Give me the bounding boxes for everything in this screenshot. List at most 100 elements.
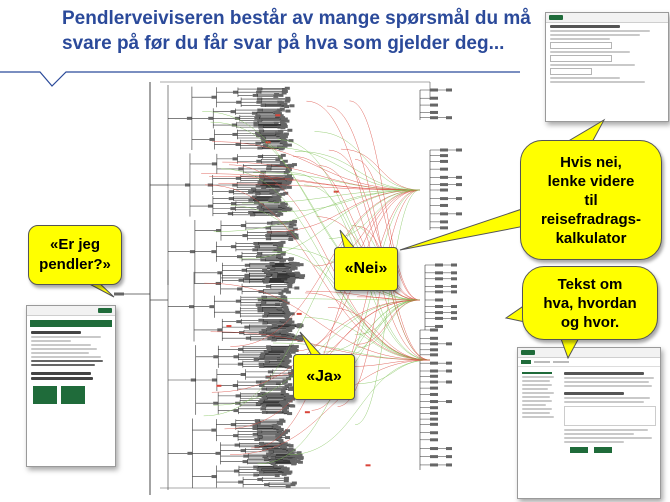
tree-node [281, 103, 287, 107]
tree-node [261, 185, 267, 189]
tree-red-marker [365, 464, 371, 467]
tree-node [242, 460, 248, 464]
tree-node [270, 462, 276, 466]
tree-node [272, 198, 278, 202]
tree-node [232, 157, 238, 161]
tree-node [279, 259, 285, 263]
tree-node [274, 474, 280, 478]
tree-node [283, 479, 289, 483]
tree-node [213, 355, 219, 359]
tree-node [260, 103, 266, 107]
tree-node [299, 276, 305, 280]
tree-node [242, 234, 248, 238]
tree-node [287, 179, 293, 183]
tree-node [230, 207, 236, 211]
tree-node [280, 388, 286, 392]
tree-node [259, 354, 265, 358]
tree-node [262, 144, 268, 148]
tree-node [286, 185, 292, 189]
tree-link [345, 359, 431, 367]
tree-leaf-node [430, 392, 438, 396]
tree-leaf-node [430, 406, 438, 410]
tree-leaf-node [440, 220, 448, 224]
tree-node [288, 237, 294, 241]
tree-node [233, 355, 239, 359]
tree-node [259, 399, 265, 403]
tree-node [266, 345, 272, 349]
tree-node [254, 445, 260, 449]
tree-link [340, 148, 421, 191]
tree-link [256, 298, 421, 301]
tree-node [273, 121, 279, 125]
tree-node [295, 263, 301, 267]
tree-node [290, 454, 296, 458]
tree-node [281, 209, 287, 213]
tree-node [285, 208, 291, 212]
tree-node [244, 276, 250, 280]
tree-node [285, 436, 291, 440]
tree-node [255, 114, 261, 118]
tree-node [211, 95, 217, 99]
tree-node [283, 191, 289, 195]
tree-node [278, 438, 284, 442]
tree-node [278, 93, 284, 97]
tree-node [278, 147, 284, 151]
tree-node [255, 184, 261, 188]
callout-nei-label: «Nei» [344, 260, 388, 277]
tree-node [286, 352, 292, 356]
tree-node [282, 159, 288, 163]
tree-node [273, 324, 279, 328]
tree-node [298, 456, 304, 460]
tree-node [230, 423, 236, 427]
tree-node [263, 311, 269, 315]
tree-node [287, 383, 293, 387]
tree-node [254, 419, 260, 423]
tree-node [281, 289, 287, 293]
tree-node [285, 169, 291, 173]
tree-node [279, 187, 285, 191]
tree-node [291, 263, 297, 267]
tree-link [222, 161, 421, 191]
tree-node [275, 302, 281, 306]
tree-leaf-node [451, 290, 457, 294]
tree-red-marker [275, 114, 281, 117]
tree-node [283, 476, 289, 480]
tree-link [314, 189, 421, 267]
tree-node [238, 347, 244, 351]
tree-node [279, 161, 285, 165]
tree-node [284, 406, 290, 410]
tree-link [349, 100, 421, 301]
tree-node [282, 404, 288, 408]
callout-tekst-line-2: hva, hvordan [543, 294, 637, 312]
tree-node [252, 432, 258, 436]
tree-node [238, 278, 244, 282]
tree-node [274, 92, 280, 96]
tree-node [235, 176, 241, 180]
tree-node [294, 335, 300, 339]
tree-leaf-node [440, 226, 448, 230]
tree-leaf-node [430, 417, 438, 421]
tree-node [240, 224, 246, 228]
tree-node [277, 205, 283, 209]
tree-leaf-node [435, 305, 443, 309]
tree-leaf-node [430, 431, 438, 435]
tree-node [285, 443, 291, 447]
tree-node [258, 208, 264, 212]
tree-node [257, 118, 263, 122]
tree-leaf-node [435, 284, 443, 288]
tree-node [280, 433, 286, 437]
tree-node [287, 396, 293, 400]
tree-node [276, 357, 282, 361]
tree-node [236, 255, 242, 259]
tree-node [272, 243, 278, 247]
tree-link [210, 331, 431, 361]
tree-leaf-node [430, 422, 438, 426]
tree-node [257, 181, 263, 185]
tree-node [277, 363, 283, 367]
tree-node [256, 100, 262, 104]
tree-node [286, 270, 292, 274]
tree-red-marker [333, 190, 339, 193]
tree-node [290, 404, 296, 408]
tree-node [280, 319, 286, 323]
